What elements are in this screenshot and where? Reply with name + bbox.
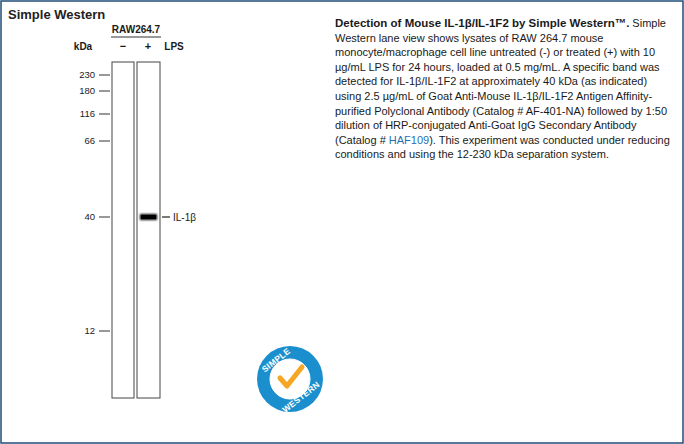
marker-size: 66 [84, 136, 95, 146]
sample-name: RAW264.7 [112, 24, 160, 35]
band-leader [162, 216, 170, 217]
marker-size: 230 [79, 70, 95, 80]
sample-underline [111, 37, 161, 38]
marker-ticks [99, 75, 110, 331]
catalog-link: HAF109 [389, 134, 429, 146]
marker-tick [99, 331, 110, 332]
marker-tick [99, 217, 110, 218]
logo-badge: SIMPLEWESTERN [256, 345, 324, 413]
lane-plus [137, 62, 160, 398]
caption-body: Simple Western lane view shows lysates o… [335, 17, 667, 146]
lane-minus [112, 62, 134, 398]
treatment-sign: + [145, 40, 151, 52]
marker-size: 116 [80, 109, 95, 119]
protein-band-core [141, 215, 156, 219]
panel-title: Simple Western [8, 8, 105, 22]
caption-heading: Detection of Mouse IL-1β/IL-1F2 by Simpl… [335, 17, 629, 29]
marker-size: 12 [84, 326, 95, 336]
marker-size: 40 [84, 212, 95, 222]
band-label: IL-1β [173, 212, 196, 223]
treatment-label: LPS [164, 41, 183, 52]
marker-tick [99, 91, 110, 92]
marker-size: 180 [79, 86, 95, 96]
protein-band [140, 214, 157, 220]
unit-label: kDa [74, 41, 92, 52]
treatment-sign: − [120, 40, 126, 52]
caption-text: Detection of Mouse IL-1β/IL-1F2 by Simpl… [335, 16, 673, 162]
marker-tick [99, 141, 110, 142]
marker-tick [99, 114, 110, 115]
check-mark [280, 367, 302, 386]
marker-tick [99, 75, 110, 76]
